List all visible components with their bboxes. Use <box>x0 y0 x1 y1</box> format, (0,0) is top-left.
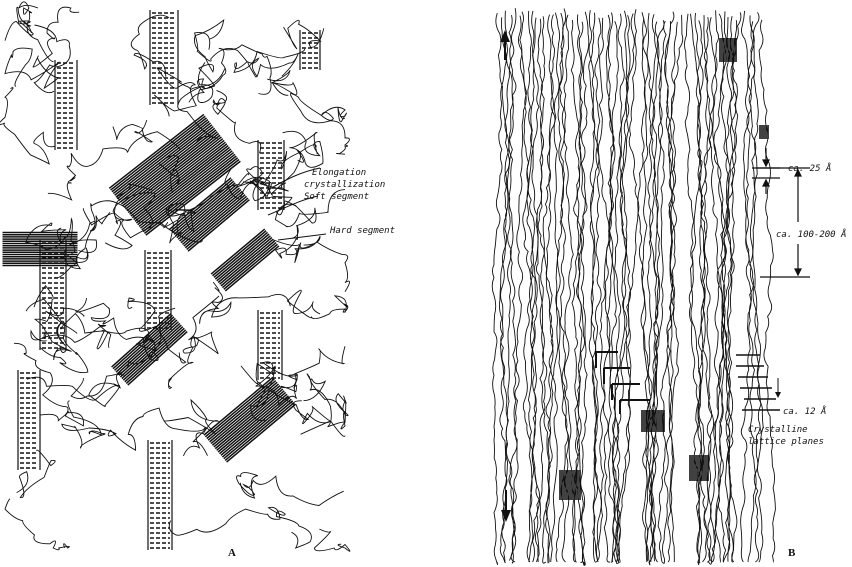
label-crystalline: Crystalline <box>748 425 808 435</box>
label-100-200A: ca. 100-200 Å <box>776 228 846 240</box>
label-hard-segment: Hard segment <box>329 226 395 236</box>
label-crystallization: crystallization <box>304 180 385 190</box>
label-12A: ca. 12 Å <box>783 405 826 417</box>
crystalline-spot <box>760 125 768 139</box>
crystalline-spot <box>720 38 736 62</box>
label-soft-segment: Soft segment <box>304 192 369 202</box>
label-lattice-planes: lattice planes <box>748 437 824 447</box>
label-elongation: Elongation <box>312 168 366 178</box>
panel-a-letter: A <box>228 547 236 559</box>
panel-b-letter: B <box>788 547 796 559</box>
